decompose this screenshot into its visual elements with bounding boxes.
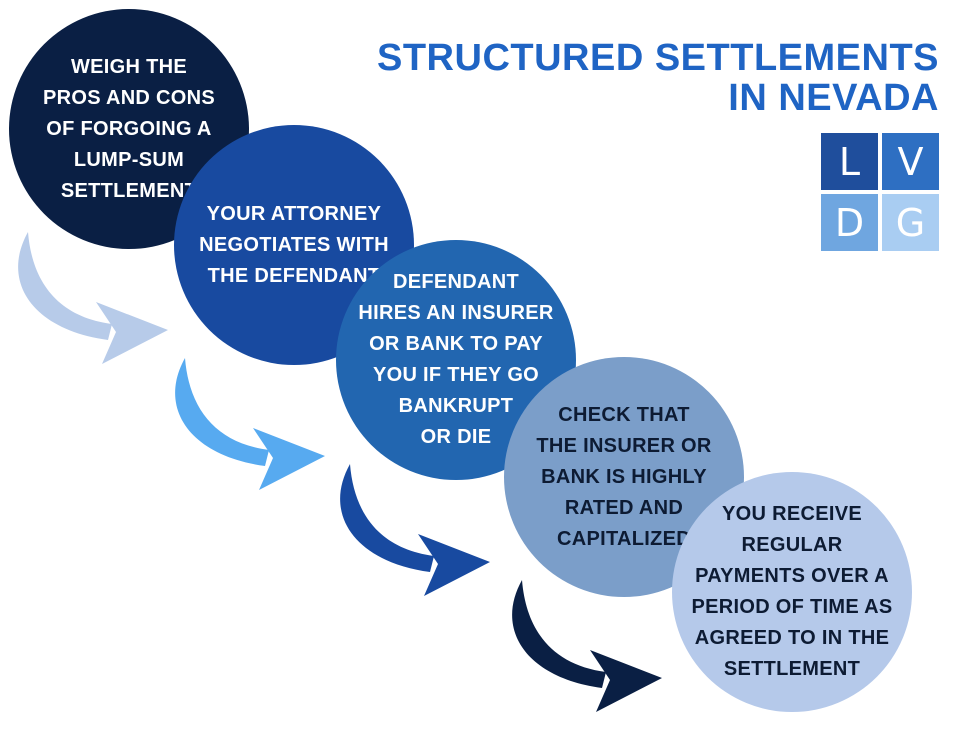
step-2-circle: YOUR ATTORNEY NEGOTIATES WITH THE DEFEND… [174,125,414,365]
step-arrow-4-body [512,580,606,688]
step-arrow-3-body [340,464,434,572]
step-arrow-1-head [96,302,168,364]
step-5-circle: YOU RECEIVE REGULAR PAYMENTS OVER A PERI… [672,472,912,712]
logo-letter-g: G [882,194,939,251]
title-line-1: STRUCTURED SETTLEMENTS [377,37,939,79]
step-arrow-4-head [590,650,662,712]
step-3-text: DEFENDANT HIRES AN INSURER OR BANK TO PA… [358,271,554,448]
step-2-text: YOUR ATTORNEY NEGOTIATES WITH THE DEFEND… [199,202,389,287]
lvdg-logo: L V D G [821,133,939,251]
step-1-text: WEIGH THE PROS AND CONS OF FORGOING A LU… [42,55,216,202]
title-line-2: IN NEVADA [728,77,939,119]
page-title: STRUCTURED SETTLEMENTS IN NEVADA [339,38,939,118]
logo-letter-l: L [821,133,878,190]
logo-letter-d: D [821,194,878,251]
step-5-text: YOU RECEIVE REGULAR PAYMENTS OVER A PERI… [691,503,893,680]
step-1-circle: WEIGH THE PROS AND CONS OF FORGOING A LU… [9,9,249,249]
step-arrow-1-body [18,232,112,340]
step-arrow-2-body [175,358,269,466]
step-arrow-2-head [253,428,325,490]
step-4-text: CHECK THAT THE INSURER OR BANK IS HIGHLY… [536,403,712,550]
step-arrow-3-head [418,534,490,596]
logo-letter-v: V [882,133,939,190]
